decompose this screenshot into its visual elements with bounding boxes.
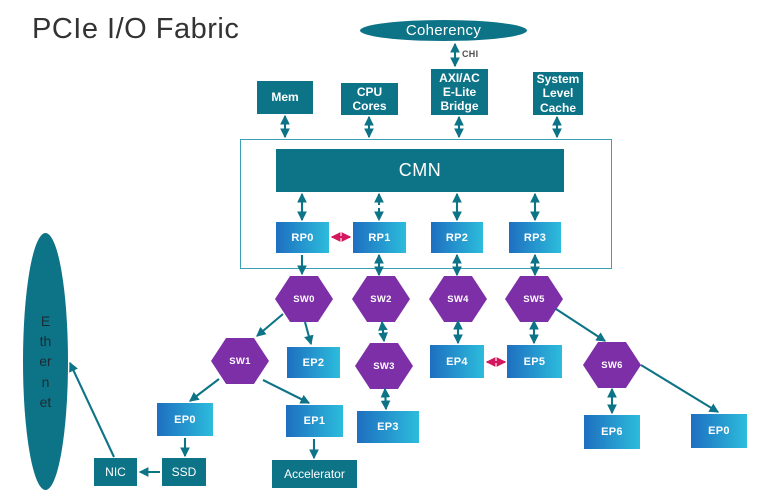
ep3-box: EP3	[357, 411, 419, 443]
nic-box: NIC	[94, 458, 137, 486]
pcie-fabric-boundary	[240, 139, 612, 269]
system-level-cache-box: System Level Cache	[533, 72, 583, 115]
rp0-box: RP0	[276, 222, 329, 253]
ep2-box: EP2	[287, 347, 340, 378]
edge-sw2-sw3	[378, 320, 388, 343]
edge-nic-ethernet	[69, 361, 115, 458]
cpu-cores-box: CPU Cores	[341, 83, 398, 115]
rp1-box: RP1	[353, 222, 406, 253]
sw3-switch: SW3	[355, 343, 413, 389]
ep1-box: EP1	[286, 405, 343, 437]
accelerator-box: Accelerator	[272, 460, 357, 488]
sw0-switch: SW0	[275, 276, 333, 322]
edge-sw6-ep0_right	[640, 364, 720, 413]
rp2-box: RP2	[431, 222, 483, 253]
axi-bridge-box: AXI/AC E-Lite Bridge	[431, 69, 488, 115]
page-title: PCIe I/O Fabric	[32, 13, 240, 45]
sw4-switch: SW4	[429, 276, 487, 322]
edge-sw5-sw6	[555, 308, 607, 342]
ep0-left-box: EP0	[157, 403, 213, 436]
cmn-box: CMN	[276, 149, 564, 192]
coherency-ellipse: Coherency	[360, 20, 527, 41]
sw6-switch: SW6	[583, 342, 641, 388]
ethernet-ellipse: E th er n et	[23, 233, 68, 490]
sw1-switch: SW1	[211, 338, 269, 384]
edge-sw0-ep2	[303, 321, 314, 346]
ep6-box: EP6	[584, 415, 640, 449]
edge-sw0-sw1	[256, 313, 284, 337]
sw2-switch: SW2	[352, 276, 410, 322]
edge-sw1-ep0_left	[189, 378, 220, 402]
rp3-box: RP3	[509, 222, 561, 253]
mem-box: Mem	[257, 81, 313, 114]
edge-sw3-ep3	[380, 387, 391, 411]
edge-sw1-ep1	[262, 379, 311, 404]
ssd-box: SSD	[162, 458, 206, 486]
sw5-switch: SW5	[505, 276, 563, 322]
ep0-right-box: EP0	[691, 414, 747, 448]
chi-link-label: CHI	[462, 49, 479, 59]
ep5-box: EP5	[507, 345, 562, 378]
ep4-box: EP4	[430, 345, 484, 378]
